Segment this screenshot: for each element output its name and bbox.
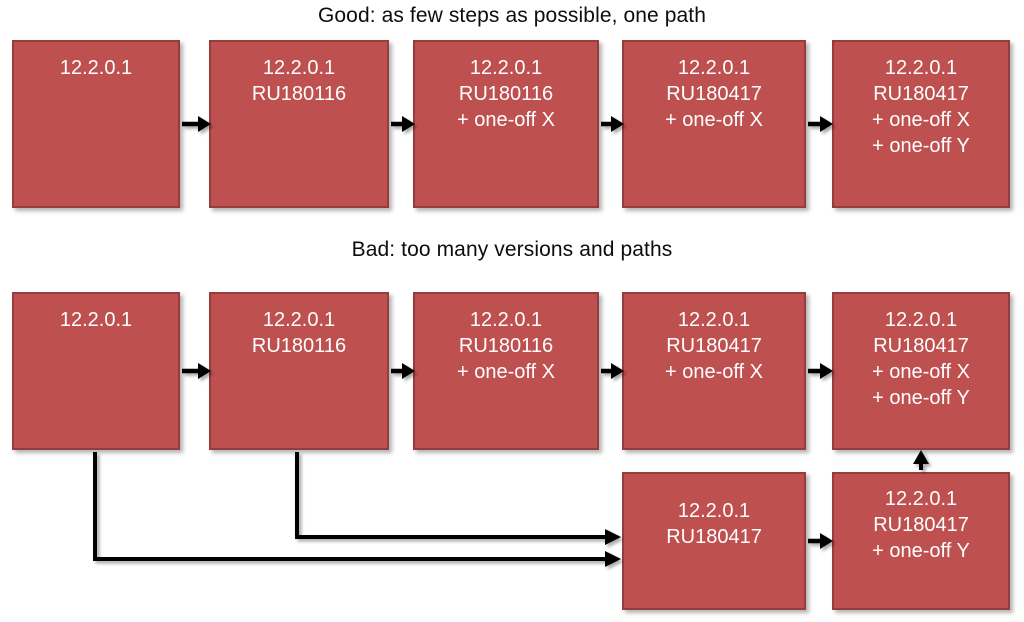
node-line: 12.2.0.1 — [677, 309, 751, 331]
node-line: RU180116 — [458, 335, 554, 357]
node-line: RU180116 — [251, 335, 347, 357]
good-section-title: Good: as few steps as possible, one path — [317, 4, 707, 27]
node-line: RU180116 — [251, 83, 347, 105]
node-line: + one-off X — [871, 109, 971, 131]
node-bad-7[interactable]: 12.2.0.1 RU180417 + one-off Y — [832, 472, 1010, 610]
arrow-bad-1-to-6-elbow — [93, 452, 621, 567]
node-line: RU180417 — [873, 83, 969, 105]
node-bad-4[interactable]: 12.2.0.1 RU180417 + one-off X — [622, 292, 806, 450]
node-line: + one-off X — [871, 361, 971, 383]
arrow-bad-2-to-3 — [391, 363, 415, 379]
node-good-1[interactable]: 12.2.0.1 — [12, 40, 180, 208]
node-line: 12.2.0.1 — [59, 57, 133, 79]
arrow-bad-2-to-6-elbow — [295, 452, 621, 545]
arrow-bad-7-to-5-up — [913, 450, 929, 470]
node-line: 12.2.0.1 — [469, 57, 543, 79]
node-line: 12.2.0.1 — [469, 309, 543, 331]
node-line: RU180417 — [666, 335, 762, 357]
node-line: 12.2.0.1 — [677, 57, 751, 79]
node-good-4[interactable]: 12.2.0.1 RU180417 + one-off X — [622, 40, 806, 208]
node-good-5[interactable]: 12.2.0.1 RU180417 + one-off X + one-off … — [832, 40, 1010, 208]
node-line: 12.2.0.1 — [262, 309, 336, 331]
node-bad-5[interactable]: 12.2.0.1 RU180417 + one-off X + one-off … — [832, 292, 1010, 450]
node-line: 12.2.0.1 — [884, 309, 958, 331]
node-good-2[interactable]: 12.2.0.1 RU180116 — [209, 40, 389, 208]
node-line: + one-off Y — [872, 387, 970, 409]
node-line: + one-off Y — [872, 135, 970, 157]
node-good-3[interactable]: 12.2.0.1 RU180116 + one-off X — [413, 40, 599, 208]
node-line: + one-off Y — [872, 540, 970, 562]
node-line: 12.2.0.1 — [884, 57, 958, 79]
bad-section-title: Bad: too many versions and paths — [351, 238, 673, 261]
node-line: RU180417 — [873, 335, 969, 357]
node-line: 12.2.0.1 — [884, 488, 958, 510]
arrow-good-4-to-5 — [808, 116, 833, 132]
node-line: + one-off X — [664, 361, 764, 383]
node-line: RU180116 — [458, 83, 554, 105]
node-line: RU180417 — [873, 514, 969, 536]
node-line: + one-off X — [664, 109, 764, 131]
arrow-bad-1-to-2 — [182, 363, 211, 379]
arrow-bad-3-to-4 — [601, 363, 624, 379]
node-line: + one-off X — [456, 109, 556, 131]
node-line: + one-off X — [456, 361, 556, 383]
arrow-good-1-to-2 — [182, 116, 211, 132]
node-line: 12.2.0.1 — [59, 309, 133, 331]
arrow-good-3-to-4 — [601, 116, 624, 132]
node-bad-1[interactable]: 12.2.0.1 — [12, 292, 180, 450]
node-bad-3[interactable]: 12.2.0.1 RU180116 + one-off X — [413, 292, 599, 450]
node-line: RU180417 — [666, 83, 762, 105]
node-bad-6[interactable]: 12.2.0.1 RU180417 — [622, 472, 806, 610]
node-bad-2[interactable]: 12.2.0.1 RU180116 — [209, 292, 389, 450]
arrow-good-2-to-3 — [391, 116, 415, 132]
arrow-bad-4-to-5 — [808, 363, 833, 379]
node-line: 12.2.0.1 — [262, 57, 336, 79]
node-line: RU180417 — [666, 526, 762, 548]
arrow-bad-6-to-7 — [808, 533, 833, 549]
node-line: 12.2.0.1 — [677, 500, 751, 522]
